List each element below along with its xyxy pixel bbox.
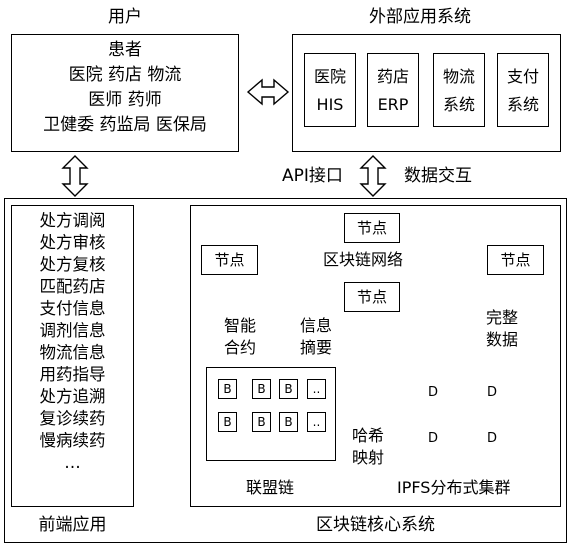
users-title: 用户 xyxy=(108,7,142,27)
system-payment: 支付 系统 xyxy=(497,53,549,127)
chain-block: B xyxy=(218,379,237,399)
data-exchange-label: 数据交互 xyxy=(404,166,472,186)
system-logistics: 物流 系统 xyxy=(433,53,485,127)
frontend-title: 前端应用 xyxy=(38,515,107,535)
system-erp: 药店 ERP xyxy=(367,53,419,127)
disk-label: D xyxy=(486,385,497,400)
system-payment-code: 系统 xyxy=(506,95,539,114)
consortium-chain-label: 联盟链 xyxy=(246,478,295,497)
frontend-item: 物流信息 xyxy=(39,343,106,362)
core-title: 区块链核心系统 xyxy=(316,515,435,535)
complete-data-line2: 数据 xyxy=(486,330,519,349)
blockchain-network-label: 区块链网络 xyxy=(323,250,404,269)
disk-label: D xyxy=(486,431,497,446)
frontend-item: 慢病续药 xyxy=(39,431,106,450)
hash-mapping-line1: 哈希 xyxy=(352,426,385,445)
frontend-box xyxy=(11,205,134,507)
hash-mapping-line2: 映射 xyxy=(352,448,385,467)
smart-contract-line1: 智能 xyxy=(224,316,257,335)
chain-block-more: .. xyxy=(307,412,326,432)
users-line-professionals: 医师 药师 xyxy=(88,90,162,110)
frontend-item: … xyxy=(64,453,81,472)
system-payment-name: 支付 xyxy=(506,67,539,86)
frontend-list: 处方调阅 处方审核 处方复核 匹配药店 支付信息 调剂信息 物流信息 用药指导 … xyxy=(11,210,134,474)
users-line-patient: 患者 xyxy=(108,40,142,60)
consortium-chain-box xyxy=(206,367,336,461)
system-his-name: 医院 xyxy=(313,67,346,86)
disk-label: D xyxy=(427,431,438,446)
chain-block: B xyxy=(252,379,271,399)
users-line-regulators: 卫健委 药监局 医保局 xyxy=(43,115,207,135)
frontend-item: 支付信息 xyxy=(39,299,106,318)
chain-block: B xyxy=(279,379,298,399)
complete-data-line1: 完整 xyxy=(486,308,519,327)
node-bottom: 节点 xyxy=(344,282,400,312)
frontend-item: 匹配药店 xyxy=(39,277,106,296)
ipfs-cluster-label: IPFS分布式集群 xyxy=(397,478,511,497)
users-line-institutions: 医院 药店 物流 xyxy=(68,65,182,85)
system-logistics-name: 物流 xyxy=(442,67,475,86)
node-right: 节点 xyxy=(487,245,544,275)
node-top: 节点 xyxy=(344,213,400,243)
double-arrow-vertical-api xyxy=(359,155,387,197)
frontend-item: 用药指导 xyxy=(39,365,106,384)
system-erp-code: ERP xyxy=(377,95,409,114)
external-title: 外部应用系统 xyxy=(369,7,471,27)
double-arrow-vertical-left xyxy=(61,155,89,197)
node-left: 节点 xyxy=(201,245,258,275)
frontend-item: 复诊续药 xyxy=(39,409,106,428)
frontend-item: 处方调阅 xyxy=(39,211,106,230)
frontend-item: 处方追溯 xyxy=(39,387,106,406)
frontend-item: 调剂信息 xyxy=(39,321,106,340)
system-logistics-code: 系统 xyxy=(442,95,475,114)
frontend-item: 处方复核 xyxy=(39,255,106,274)
api-label: API接口 xyxy=(282,166,343,186)
frontend-item: 处方审核 xyxy=(39,233,106,252)
chain-block: B xyxy=(279,412,298,432)
info-digest-line2: 摘要 xyxy=(300,338,333,357)
disk-label: D xyxy=(427,385,438,400)
core-box xyxy=(190,205,561,507)
system-erp-name: 药店 xyxy=(376,67,409,86)
chain-block: B xyxy=(218,412,237,432)
chain-block: B xyxy=(252,412,271,432)
system-his-code: HIS xyxy=(316,95,344,114)
system-his: 医院 HIS xyxy=(304,53,356,127)
users-box xyxy=(11,34,239,152)
chain-block-more: .. xyxy=(307,379,326,399)
info-digest-line1: 信息 xyxy=(300,316,333,335)
smart-contract-line2: 合约 xyxy=(224,338,257,357)
double-arrow-horizontal-top xyxy=(246,78,290,106)
